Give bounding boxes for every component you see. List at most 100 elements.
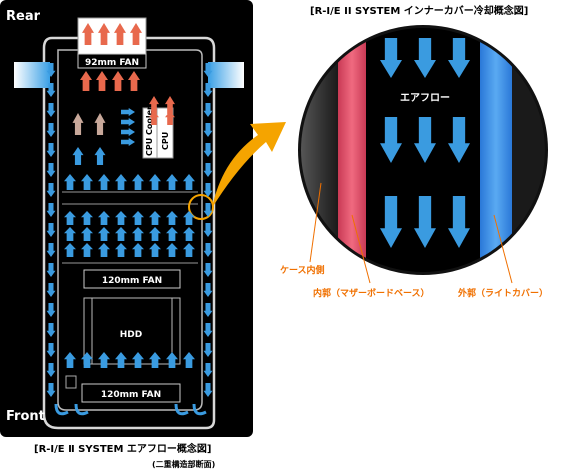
airflow-arrow xyxy=(183,174,195,190)
side-down-arrow xyxy=(46,343,56,357)
cpu-intake-arrow xyxy=(121,138,135,146)
label-front: Front xyxy=(6,409,45,424)
airflow-arrow xyxy=(94,147,106,165)
side-down-arrow xyxy=(203,183,213,197)
side-down-arrow xyxy=(46,183,56,197)
side-down-arrow xyxy=(203,343,213,357)
zoom-circle-content: エアフロー xyxy=(301,28,545,272)
bottom-curl-arrow xyxy=(174,403,189,416)
airflow-arrow xyxy=(115,243,127,257)
hdd-bay xyxy=(83,297,181,365)
side-down-arrow xyxy=(203,223,213,237)
inner-cover-outline xyxy=(57,49,203,411)
zoom-airflow-arrow xyxy=(414,196,436,248)
outer-shell-band xyxy=(480,28,512,272)
airflow-arrow xyxy=(81,227,93,241)
side-down-arrow xyxy=(46,123,56,137)
exhaust-arrow-upper xyxy=(80,71,92,91)
bottom-curl-arrow xyxy=(54,403,69,416)
airflow-arrow xyxy=(166,211,178,225)
left-caption-title: [R-I/E Ⅱ SYSTEM エアフロー概念図] xyxy=(34,442,211,455)
fan-middle-label: 120mm FAN xyxy=(102,276,162,286)
side-down-arrow xyxy=(203,303,213,317)
side-down-arrow xyxy=(46,323,56,337)
airflow-arrows xyxy=(46,23,213,416)
airflow-arrow xyxy=(183,243,195,257)
case-outline xyxy=(42,36,216,430)
zoom-airflow-arrow xyxy=(448,196,470,248)
side-down-arrow xyxy=(46,203,56,217)
fan-top-label: 92mm FAN xyxy=(85,58,139,68)
cpu-intake-arrow xyxy=(121,128,135,136)
zoom-pointer-arrow xyxy=(212,122,286,208)
side-down-arrow xyxy=(203,123,213,137)
airflow-arrow xyxy=(115,211,127,225)
airflow-arrow xyxy=(149,174,161,190)
exhaust-arrow-top xyxy=(130,23,142,45)
zoom-airflow-arrow xyxy=(380,38,402,78)
airflow-arrow xyxy=(98,211,110,225)
zoom-airflow-arrow xyxy=(380,117,402,163)
right-title: [R-I/E II SYSTEM インナーカバー冷却概念図] xyxy=(310,4,528,17)
side-down-arrow xyxy=(203,83,213,97)
airflow-arrow xyxy=(183,352,195,368)
fan-bottom-label: 120mm FAN xyxy=(101,390,161,400)
hdd-label-box xyxy=(116,326,146,340)
side-down-arrow xyxy=(46,243,56,257)
zoom-highlight-circle xyxy=(188,194,214,220)
side-down-arrow xyxy=(46,263,56,277)
zoom-airflow-arrow xyxy=(414,38,436,78)
side-down-arrow xyxy=(203,323,213,337)
side-down-arrow xyxy=(46,103,56,117)
fan-bottom-label-box xyxy=(81,383,181,403)
callout-line-outer-shell xyxy=(493,214,513,284)
side-down-arrow xyxy=(203,163,213,177)
bottom-vent xyxy=(65,375,77,389)
side-down-arrow xyxy=(46,143,56,157)
airflow-arrow xyxy=(183,227,195,241)
airflow-arrow xyxy=(64,227,76,241)
left-caption-sub: (二重構造部断面) xyxy=(152,459,215,469)
side-down-arrow xyxy=(46,83,56,97)
cpu-label: CPU xyxy=(161,132,170,150)
cpu-intake-arrow xyxy=(121,108,135,116)
side-down-arrow xyxy=(203,203,213,217)
side-down-arrow xyxy=(46,363,56,377)
label-rear: Rear xyxy=(6,9,41,24)
airflow-arrow xyxy=(132,243,144,257)
airflow-arrow xyxy=(98,227,110,241)
cpu-intake-arrow xyxy=(121,118,135,126)
hdd-label: HDD xyxy=(120,330,142,340)
side-down-arrow xyxy=(46,303,56,317)
cpu-exhaust-arrow xyxy=(165,96,175,114)
fan-middle-label-box xyxy=(83,269,181,289)
airflow-arrow xyxy=(132,211,144,225)
airflow-arrow xyxy=(64,211,76,225)
case-inner-surface xyxy=(301,28,338,272)
airflow-arrow xyxy=(81,352,93,368)
airflow-arrow xyxy=(132,227,144,241)
callout-inner-shell: 内郭（マザーボードベース） xyxy=(313,287,430,299)
airflow-arrow xyxy=(81,243,93,257)
bottom-curl-arrow xyxy=(74,403,89,416)
airflow-arrow xyxy=(166,243,178,257)
airflow-arrow xyxy=(115,227,127,241)
airflow-arrow xyxy=(132,352,144,368)
left-panel-background xyxy=(0,0,253,437)
side-down-arrow xyxy=(46,383,56,397)
airflow-arrow xyxy=(115,352,127,368)
exhaust-arrow-top xyxy=(114,23,126,45)
exhaust-arrow-top xyxy=(98,23,110,45)
airflow-arrow xyxy=(98,352,110,368)
exhaust-arrow-upper xyxy=(128,71,140,91)
side-down-arrow xyxy=(46,163,56,177)
zoom-airflow-arrow xyxy=(448,38,470,78)
zoom-airflow-arrow xyxy=(448,117,470,163)
warm-air-arrow xyxy=(94,113,106,135)
side-down-arrow xyxy=(203,63,213,77)
cpu-exhaust-arrow xyxy=(165,111,175,125)
side-down-arrow xyxy=(203,103,213,117)
callout-line-inner-shell xyxy=(351,214,371,284)
airflow-arrow xyxy=(81,211,93,225)
inner-shell-band xyxy=(338,28,366,272)
